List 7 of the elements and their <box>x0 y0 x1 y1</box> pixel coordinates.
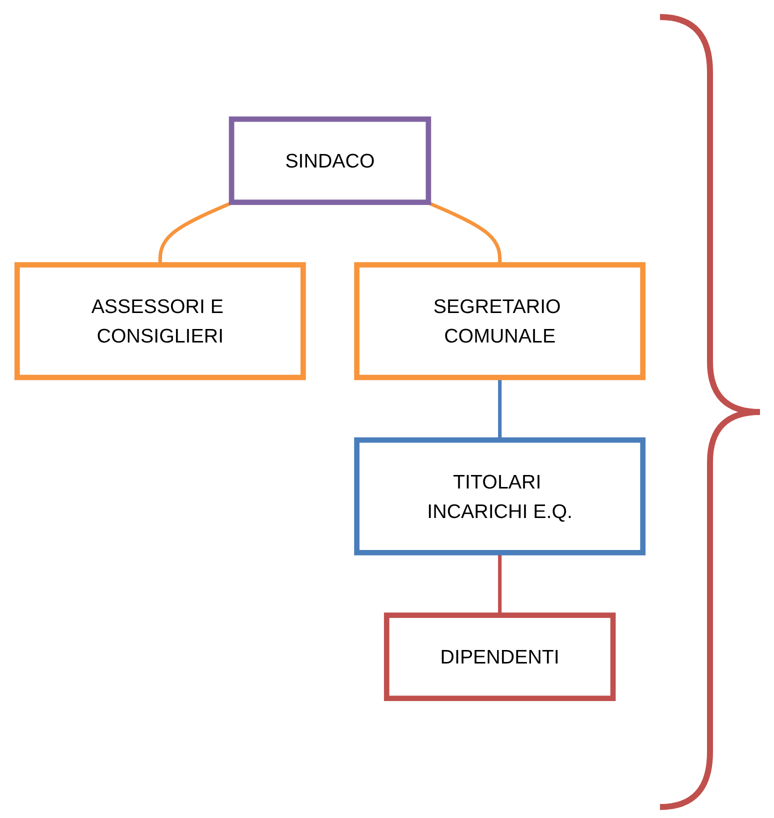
connector <box>498 552 502 616</box>
node-box: ASSESSORI E CONSIGLIERI <box>14 262 306 380</box>
node-box: SEGRETARIO COMUNALE <box>354 262 646 380</box>
connector <box>498 378 502 440</box>
node-box: SINDACO <box>228 116 432 206</box>
node-box: TITOLARI INCARICHI E.Q. <box>354 438 646 556</box>
node-box: DIPENDENTI <box>384 612 616 702</box>
